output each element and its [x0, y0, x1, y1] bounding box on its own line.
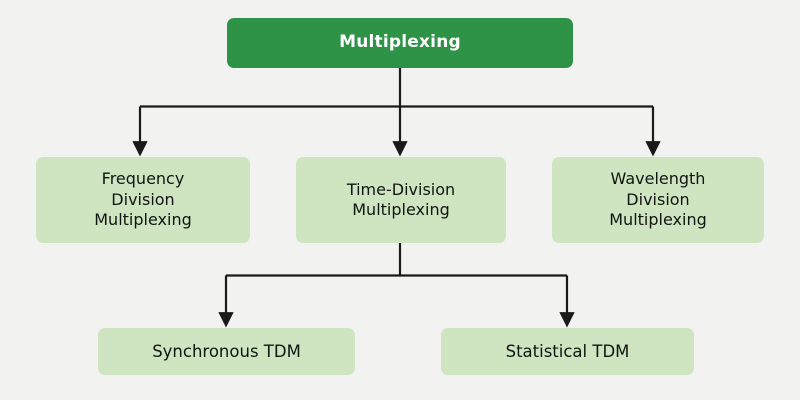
- node-frequency-division-multiplexing[interactable]: Frequency Division Multiplexing: [36, 157, 250, 243]
- node-statistical-tdm[interactable]: Statistical TDM: [441, 328, 694, 375]
- node-multiplexing[interactable]: Multiplexing: [227, 18, 573, 68]
- node-wavelength-division-multiplexing[interactable]: Wavelength Division Multiplexing: [552, 157, 764, 243]
- node-synchronous-tdm[interactable]: Synchronous TDM: [98, 328, 355, 375]
- node-time-division-multiplexing[interactable]: Time-Division Multiplexing: [296, 157, 506, 243]
